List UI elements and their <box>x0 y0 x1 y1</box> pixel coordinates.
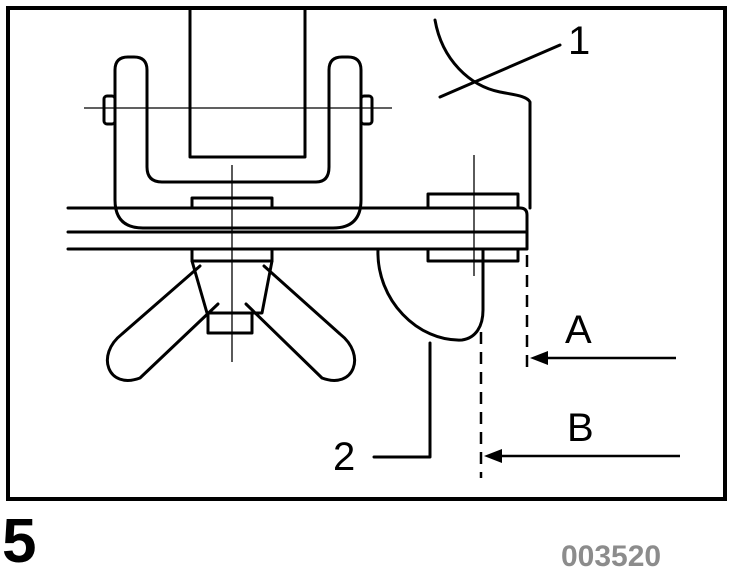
label-a: A <box>565 308 592 352</box>
washer-right-top <box>426 192 520 210</box>
fork-bracket-outer <box>113 55 363 230</box>
label-part-2: 2 <box>333 435 355 479</box>
wing-nut-right-wing <box>244 264 357 382</box>
figure-number: 5 <box>2 507 37 576</box>
leader-line-2 <box>372 341 432 459</box>
reference-code: 003520 <box>561 540 662 573</box>
arrow-b-head <box>484 449 502 463</box>
column <box>188 6 307 159</box>
label-b: B <box>567 406 594 450</box>
leader-line-1 <box>438 43 562 99</box>
arrow-a-head <box>530 351 548 365</box>
part-1-block <box>433 18 532 210</box>
label-part-1: 1 <box>568 19 590 63</box>
wing-nut-left-wing <box>105 264 220 382</box>
drawing-frame <box>6 6 727 501</box>
fork-pin-left <box>102 94 117 126</box>
fork-pin-right <box>359 94 374 126</box>
part-2-pad <box>376 247 485 342</box>
wing-nut-body <box>190 259 274 315</box>
bolt-end <box>206 311 254 335</box>
base-plate <box>66 206 529 251</box>
washer-right-bottom <box>426 247 520 263</box>
